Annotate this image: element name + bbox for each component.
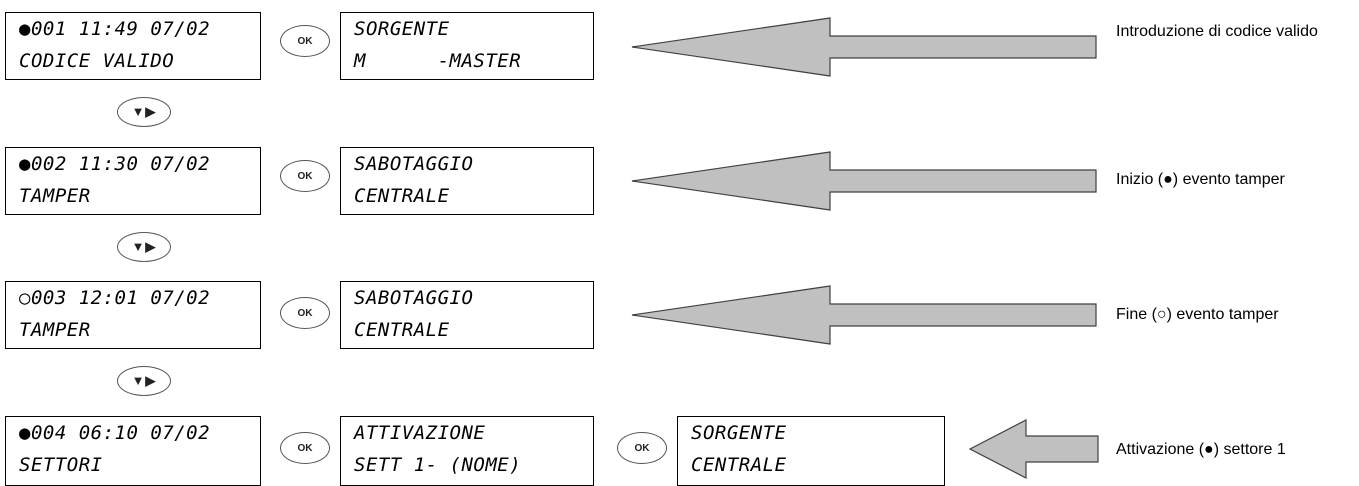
log-line-2: SETTORI — [19, 454, 103, 476]
log-line-2: TAMPER — [19, 319, 91, 341]
next-event-button[interactable]: ▼▶ — [117, 97, 171, 127]
log-line-2: TAMPER — [19, 185, 91, 207]
log-line-1: ●004 06:10 07/02 — [19, 422, 211, 444]
event-description-2: Inizio (●) evento tamper — [1116, 171, 1285, 188]
detail-line-1: SABOTAGGIO — [354, 287, 474, 309]
detail-line-1: SORGENTE — [691, 422, 787, 444]
log-display-4: ●004 06:10 07/02 SETTORI — [5, 416, 261, 486]
detail-line-1: SABOTAGGIO — [354, 153, 474, 175]
detail-line-1: SORGENTE — [354, 18, 450, 40]
log-display-2: ●002 11:30 07/02 TAMPER — [5, 147, 261, 215]
ok-button[interactable]: OK — [280, 25, 330, 57]
detail-line-2: SETT 1- (NOME) — [354, 454, 522, 476]
left-arrow-1 — [631, 17, 1097, 77]
detail-line-2: M -MASTER — [354, 50, 522, 72]
detail-line-2: CENTRALE — [354, 319, 450, 341]
log-line-1: ●001 11:49 07/02 — [19, 18, 211, 40]
next-event-button[interactable]: ▼▶ — [117, 232, 171, 262]
next-event-button[interactable]: ▼▶ — [117, 366, 171, 396]
log-line-2: CODICE VALIDO — [19, 50, 175, 72]
ok-button[interactable]: OK — [280, 160, 330, 192]
log-line-1: ○003 12:01 07/02 — [19, 287, 211, 309]
detail-line-2: CENTRALE — [354, 185, 450, 207]
ok-button[interactable]: OK — [617, 432, 667, 464]
detail-display-2: SABOTAGGIO CENTRALE — [340, 147, 594, 215]
detail-display-4: ATTIVAZIONE SETT 1- (NOME) — [340, 416, 594, 486]
detail-display-3: SABOTAGGIO CENTRALE — [340, 281, 594, 349]
event-description-3: Fine (○) evento tamper — [1116, 306, 1279, 323]
left-arrow-2 — [631, 151, 1097, 211]
left-arrow-3 — [631, 285, 1097, 345]
log-display-1: ●001 11:49 07/02 CODICE VALIDO — [5, 12, 261, 80]
log-line-1: ●002 11:30 07/02 — [19, 153, 211, 175]
detail-line-2: CENTRALE — [691, 454, 787, 476]
log-display-3: ○003 12:01 07/02 TAMPER — [5, 281, 261, 349]
ok-button[interactable]: OK — [280, 297, 330, 329]
detail-display-1: SORGENTE M -MASTER — [340, 12, 594, 80]
detail-line-1: ATTIVAZIONE — [354, 422, 486, 444]
detail-display-5: SORGENTE CENTRALE — [677, 416, 945, 486]
left-arrow-4 — [968, 419, 1099, 479]
event-description-4: Attivazione (●) settore 1 — [1116, 441, 1286, 458]
event-description-1: Introduzione di codice valido — [1116, 23, 1318, 40]
ok-button[interactable]: OK — [280, 432, 330, 464]
